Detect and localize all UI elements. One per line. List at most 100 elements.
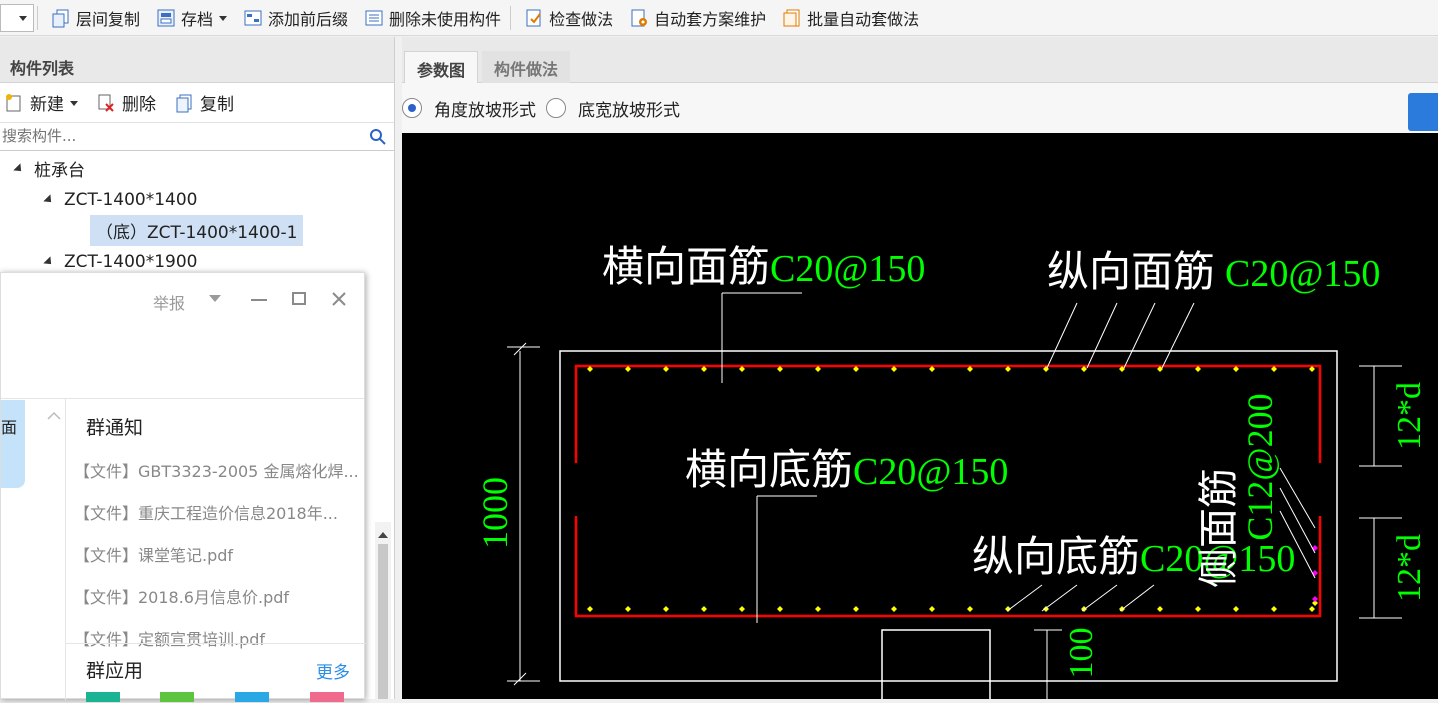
copy-icon — [174, 93, 194, 113]
copy-label: 复制 — [200, 95, 234, 115]
radio-selected-icon[interactable] — [402, 98, 422, 118]
scrollbar-thumb[interactable] — [378, 544, 388, 699]
file-item[interactable]: 【文件】定额宣贯培训.pdf — [74, 630, 266, 649]
chevron-down-icon[interactable] — [70, 100, 78, 110]
rebar-dot — [777, 606, 783, 612]
file-item[interactable]: 【文件】2018.6月信息价.pdf — [74, 588, 290, 607]
delete-unused-button[interactable]: 删除未使用构件 — [358, 4, 507, 32]
app-icon[interactable] — [160, 692, 194, 702]
tab-parameter-diagram[interactable]: 参数图 — [404, 51, 479, 83]
radio-angle-label: 角度放坡形式 — [434, 100, 536, 121]
maximize-icon[interactable] — [292, 292, 306, 305]
editor-panel: 参数图 构件做法 角度放坡形式 底宽放坡形式 — [402, 37, 1438, 703]
group-notice-title: 群通知 — [86, 417, 144, 439]
search-icon[interactable] — [370, 129, 386, 145]
check-method-button[interactable]: 检查做法 — [518, 4, 619, 32]
radio-angle-slope[interactable]: 角度放坡形式 — [402, 96, 536, 121]
file-item[interactable]: 【文件】重庆工程造价信息2018年... — [74, 504, 338, 523]
rebar-dot — [739, 366, 745, 372]
chevron-up-icon[interactable] — [47, 405, 61, 420]
app-icon[interactable] — [310, 692, 344, 702]
close-icon[interactable] — [331, 291, 347, 311]
chat-divider — [65, 399, 66, 700]
more-link[interactable]: 更多 — [316, 663, 350, 683]
rebar-dot — [1005, 366, 1011, 372]
app-icon[interactable] — [86, 692, 120, 702]
new-label: 新建 — [30, 95, 64, 115]
height-dim-text: 1000 — [475, 477, 515, 549]
tree-node-root[interactable]: 桩承台 — [0, 153, 394, 184]
add-prefix-suffix-label: 添加前后缀 — [268, 9, 349, 29]
toolbar-dropdown[interactable] — [0, 3, 34, 32]
pile-outline — [881, 629, 991, 703]
auto-scheme-maintain-button[interactable]: 自动套方案维护 — [623, 4, 772, 32]
side-rebar-value: C12@200 — [1240, 393, 1280, 540]
rebar-diagram: 1000 12*d 12*d 100 — [475, 245, 1428, 703]
bottom-rebar-line — [574, 516, 1322, 618]
tree-node-label: ZCT-1400*1900 — [64, 251, 198, 272]
search-input[interactable] — [0, 123, 360, 149]
rebar-dot — [777, 366, 783, 372]
copy-component-button[interactable]: 复制 — [174, 90, 234, 115]
rebar-dot — [1195, 366, 1201, 372]
rebar-dot — [853, 606, 859, 612]
minimize-icon[interactable] — [251, 299, 267, 301]
rebar-dot — [625, 606, 631, 612]
component-search — [0, 123, 394, 151]
rebar-dot — [853, 366, 859, 372]
copy-floor-label: 层间复制 — [76, 9, 141, 29]
add-prefix-suffix-button[interactable]: 添加前后缀 — [237, 4, 354, 32]
delete-list-icon — [364, 8, 384, 28]
batch-auto-method-button[interactable]: 批量自动套做法 — [776, 4, 925, 32]
scrollbar[interactable] — [375, 522, 391, 699]
auto-scheme-maintain-label: 自动套方案维护 — [654, 9, 767, 29]
expand-arrow-icon[interactable] — [43, 193, 55, 206]
top-transverse-annotation: 横向面筋C20@150 — [602, 245, 925, 291]
expand-arrow-icon[interactable] — [13, 162, 25, 175]
chevron-down-icon[interactable] — [209, 295, 221, 308]
tree-node-leaf[interactable]: （底）ZCT-1400*1400-1 — [0, 215, 394, 246]
rebar-dot — [891, 366, 897, 372]
rebar-dot — [663, 606, 669, 612]
tab-component-method[interactable]: 构件做法 — [482, 51, 571, 83]
check-document-icon — [524, 8, 544, 28]
tree-node-group[interactable]: ZCT-1400*1900 — [0, 246, 394, 277]
expand-arrow-icon[interactable] — [43, 255, 55, 268]
chat-popup-header: 举报 — [1, 273, 364, 399]
pile-cap-outline — [559, 350, 1338, 682]
archive-icon — [156, 8, 176, 28]
tree-node-group[interactable]: ZCT-1400*1400 — [0, 184, 394, 215]
rebar-dot — [739, 606, 745, 612]
rebar-dot — [815, 366, 821, 372]
rebar-dot — [967, 606, 973, 612]
scroll-up-arrow-icon[interactable] — [378, 527, 388, 538]
tree-node-label: 桩承台 — [34, 161, 85, 181]
file-item[interactable]: 【文件】GBT3323-2005 金属熔化焊... — [74, 462, 359, 481]
rebar-dot — [625, 366, 631, 372]
report-button[interactable]: 举报 — [153, 294, 186, 313]
app-icon[interactable] — [235, 692, 269, 702]
copy-floor-button[interactable]: 层间复制 — [45, 4, 146, 32]
archive-label: 存档 — [181, 9, 214, 29]
new-component-button[interactable]: 新建 — [4, 90, 78, 115]
chevron-down-icon[interactable] — [219, 15, 228, 25]
batch-auto-method-label: 批量自动套做法 — [807, 9, 920, 29]
rebar-dot — [1271, 606, 1277, 612]
file-item[interactable]: 【文件】课堂笔记.pdf — [74, 546, 234, 565]
rebar-dot — [1233, 606, 1239, 612]
slope-mode-options: 角度放坡形式 底宽放坡形式 — [402, 83, 1438, 133]
side-action-button[interactable] — [1408, 93, 1438, 131]
rebar-dot — [1312, 600, 1318, 606]
rebar-dot — [967, 366, 973, 372]
dim-tick — [513, 672, 527, 686]
archive-button[interactable]: 存档 — [150, 4, 233, 32]
radio-width-slope[interactable]: 底宽放坡形式 — [546, 96, 680, 121]
delete-component-button[interactable]: 删除 — [96, 90, 156, 115]
side-rebar-dots — [1312, 545, 1318, 602]
tree-node-label: ZCT-1400*1400 — [64, 189, 198, 210]
rebar-dot — [1157, 606, 1163, 612]
radio-unselected-icon[interactable] — [546, 98, 566, 118]
bottom-rebar-dots — [587, 600, 1318, 612]
component-tree: 桩承台 ZCT-1400*1400 （底）ZCT-1400*1400-1 ZCT… — [0, 151, 394, 277]
